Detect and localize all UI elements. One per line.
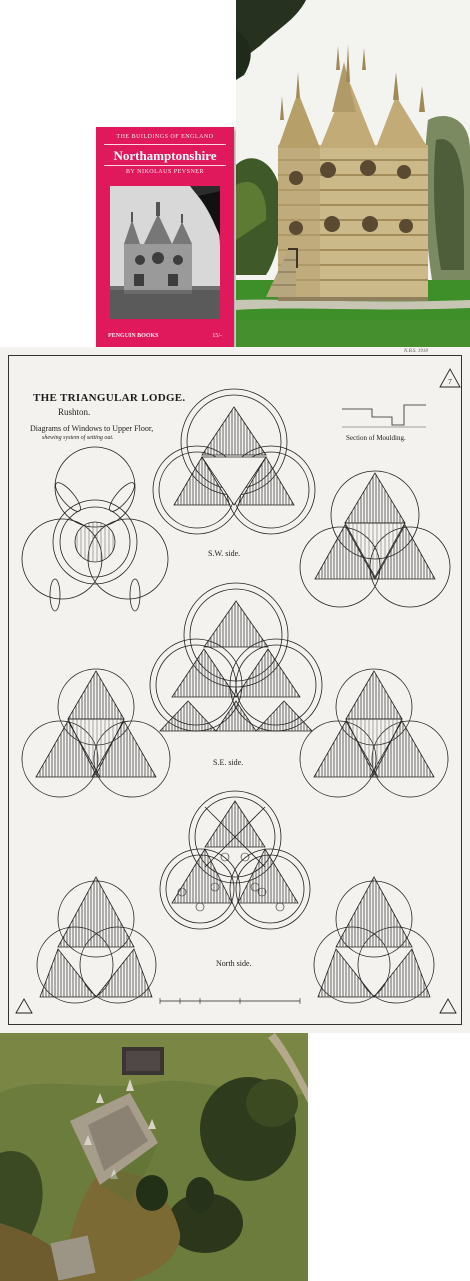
lodge-photo <box>236 0 470 347</box>
book-publisher: PENGUIN BOOKS <box>108 333 159 339</box>
section-of-moulding-label: Section of Moulding. <box>346 434 406 442</box>
sheet-subtitle-note: shewing system of setting out. <box>42 435 114 441</box>
window-diagram-sheet: N.B.S. 1918 THE TRIANGULAR LODGE. Rushto… <box>0 347 470 1033</box>
book-rule-mid <box>104 165 226 166</box>
book-rule-top <box>104 144 226 145</box>
book-title: Northamptonshire <box>113 148 217 163</box>
book-author: BY NIKOLAUS PEVSNER <box>126 169 204 175</box>
aerial-photo <box>0 1033 308 1281</box>
book-cover: THE BUILDINGS OF ENGLAND Northamptonshir… <box>96 127 234 347</box>
book-price: 15/- <box>212 333 222 339</box>
sheet-subtitle: Diagrams of Windows to Upper Floor, <box>30 424 154 433</box>
sheet-title: THE TRIANGULAR LODGE. <box>33 392 186 404</box>
book-series: THE BUILDINGS OF ENGLAND <box>116 134 214 140</box>
sheet-corner-note: N.B.S. 1918 <box>404 349 428 354</box>
sheet-place: Rushton. <box>58 407 91 417</box>
window-diagrams: 7 <box>15 368 461 1014</box>
sheet-border <box>8 355 462 1025</box>
sw-side-label: S.W. side. <box>208 549 241 558</box>
se-side-label: S.E. side. <box>213 758 244 767</box>
north-side-label: North side. <box>216 959 252 968</box>
sheet-badge: 7 <box>448 378 452 386</box>
book-cover-photo <box>110 186 220 319</box>
